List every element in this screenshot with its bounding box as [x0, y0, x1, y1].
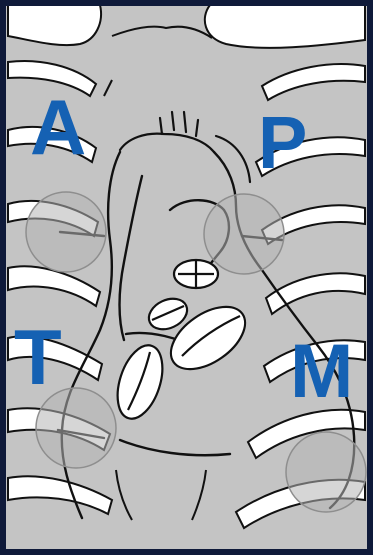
- mitral-area-marker: [286, 432, 366, 512]
- label-aortic: A: [30, 88, 86, 166]
- right-clavicle: [205, 5, 365, 48]
- pulmonic-area-marker: [204, 194, 284, 274]
- label-mitral: M: [290, 334, 353, 410]
- label-pulmonic: P: [258, 106, 307, 180]
- pulmonic-valve: [174, 260, 218, 288]
- left-clavicle: [8, 5, 101, 45]
- label-tricuspid: T: [14, 318, 62, 396]
- aortic-area-marker: [26, 192, 106, 272]
